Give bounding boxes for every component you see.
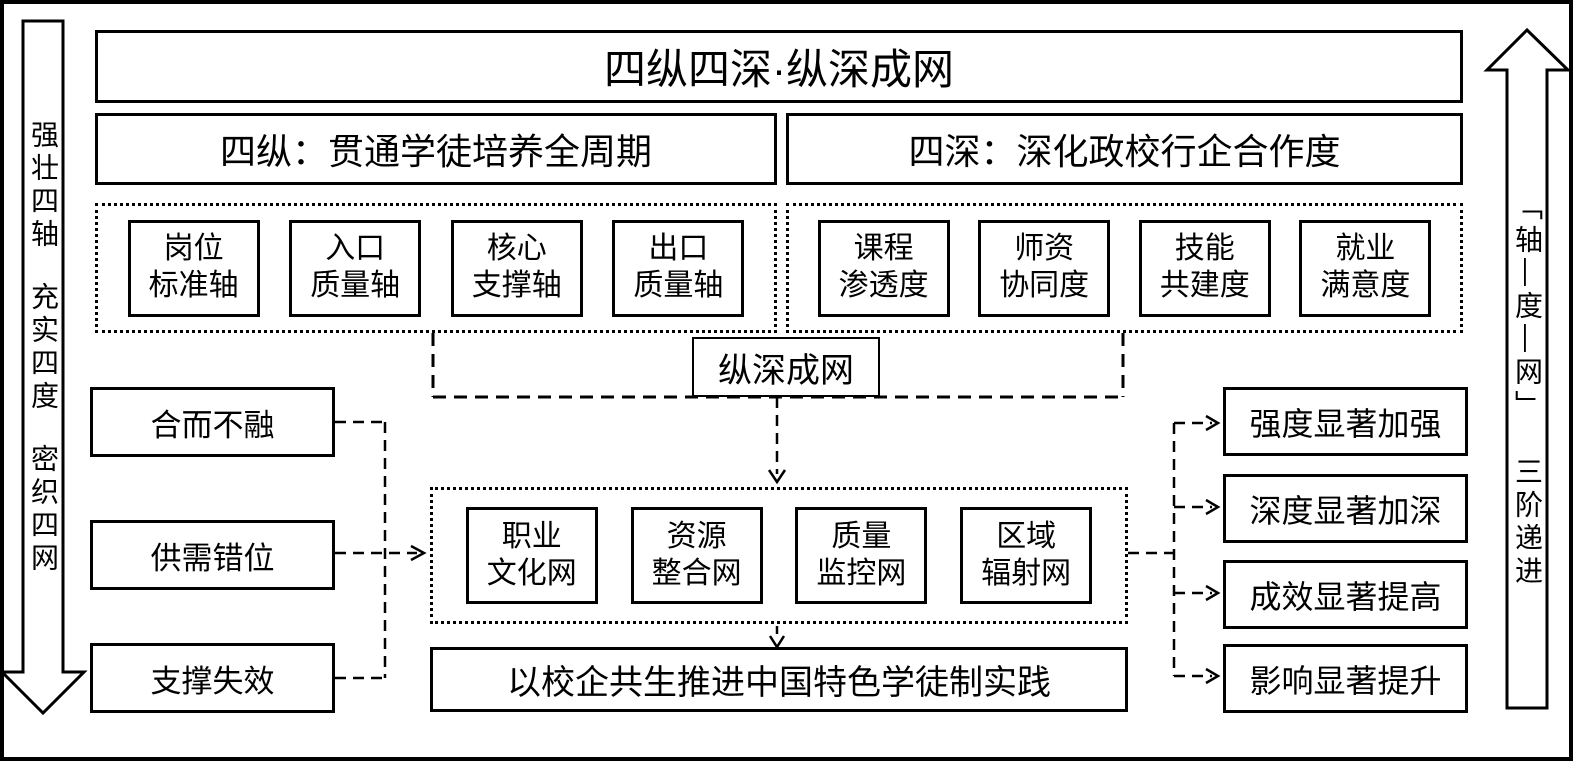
network-label-line: 文化网	[486, 556, 577, 590]
problem-arrowhead-icon	[410, 544, 427, 562]
result-box: 强度显著加强	[1223, 387, 1468, 456]
networks-container: 职业 文化网 资源 整合网 质量 监控网 区域 辐射网	[430, 487, 1128, 624]
axis-label-line: 质量轴	[310, 269, 401, 302]
axis-label-line: 标准轴	[148, 269, 239, 302]
left-banner-part: 密织四网	[28, 443, 59, 576]
left-banner-part: 充实四度	[28, 281, 59, 414]
network-box: 质量 监控网	[795, 507, 928, 604]
depth-label-line: 就业	[1335, 232, 1396, 266]
four-axes-container: 岗位 标准轴 入口 质量轴 核心 支撑轴 出口 质量轴	[95, 203, 777, 333]
axis-label-line: 出口	[648, 232, 709, 266]
axis-box: 核心 支撑轴	[450, 219, 583, 317]
depth-label-line: 共建度	[1159, 269, 1250, 302]
depth-box: 课程 渗透度	[817, 219, 950, 317]
network-box: 区域 辐射网	[960, 507, 1093, 604]
depth-label-line: 协同度	[999, 269, 1090, 302]
page-title: 四纵四深·纵深成网	[95, 30, 1463, 103]
axis-label-line: 质量轴	[633, 269, 724, 302]
depth-label-line: 渗透度	[838, 269, 929, 302]
depth-box: 就业 满意度	[1299, 219, 1432, 317]
network-label-line: 资源	[666, 519, 727, 553]
convergence-down-arrow	[767, 397, 787, 485]
depth-box: 师资 协同度	[978, 219, 1111, 317]
down-arrow-icon	[0, 19, 88, 716]
four-axes-header: 四纵：贯通学徒培养全周期	[95, 113, 777, 185]
four-depths-header: 四深：深化政校行企合作度	[786, 113, 1463, 185]
right-banner: 「轴—度—网」 三阶递进	[1506, 85, 1548, 695]
network-label-line: 质量	[831, 519, 892, 553]
network-label-line: 职业	[501, 519, 562, 553]
result-box: 成效显著提高	[1223, 560, 1468, 629]
right-banner-part: 「轴—度—网」	[1512, 191, 1543, 423]
axis-label-line: 核心	[486, 232, 547, 266]
network-label-line: 区域	[996, 519, 1057, 553]
problem-box: 合而不融	[90, 387, 335, 457]
depth-label-line: 技能	[1174, 232, 1235, 266]
network-box: 职业 文化网	[465, 507, 598, 604]
result-connectors	[1128, 421, 1212, 678]
axis-box: 出口 质量轴	[612, 219, 745, 317]
depth-label-line: 满意度	[1320, 269, 1411, 302]
depth-label-line: 师资	[1014, 232, 1075, 266]
network-label-line: 整合网	[651, 556, 742, 590]
axis-label-line: 岗位	[163, 232, 224, 266]
left-banner: 强壮四轴 充实四度 密织四网	[22, 40, 64, 655]
result-box: 深度显著加深	[1223, 474, 1468, 543]
up-arrow-icon	[1483, 27, 1572, 710]
axis-box: 入口 质量轴	[289, 219, 422, 317]
depth-box: 技能 共建度	[1138, 219, 1271, 317]
result-arrowheads	[1205, 414, 1221, 685]
four-depths-container: 课程 渗透度 师资 协同度 技能 共建度 就业 满意度	[786, 203, 1463, 333]
right-banner-part: 三阶递进	[1512, 456, 1543, 589]
network-label-line: 监控网	[816, 556, 907, 590]
network-label-line: 辐射网	[981, 556, 1072, 590]
axis-label-line: 入口	[325, 232, 386, 266]
network-box: 资源 整合网	[630, 507, 763, 604]
depth-label-line: 课程	[853, 232, 914, 266]
axis-box: 岗位 标准轴	[127, 219, 260, 317]
networks-down-arrow	[768, 626, 786, 650]
outcome-box: 以校企共生推进中国特色学徒制实践	[430, 647, 1128, 712]
convergence-box: 纵深成网	[692, 337, 880, 397]
problem-box: 供需错位	[90, 520, 335, 590]
axis-label-line: 支撑轴	[471, 269, 562, 302]
result-box: 影响显著提升	[1223, 644, 1468, 713]
problem-box: 支撑失效	[90, 643, 335, 713]
problem-connectors	[335, 420, 417, 680]
left-banner-part: 强壮四轴	[28, 119, 59, 252]
